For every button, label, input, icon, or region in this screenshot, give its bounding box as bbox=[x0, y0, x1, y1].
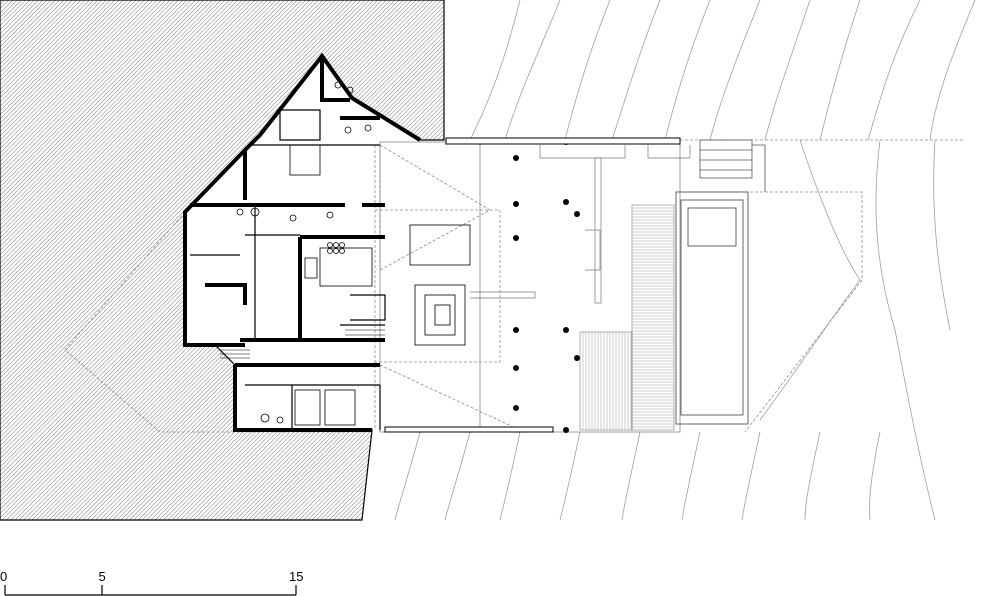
scale-tick-label: 5 bbox=[98, 569, 106, 584]
contour-lines bbox=[394, 0, 976, 521]
terrace-lines bbox=[379, 141, 691, 433]
column bbox=[513, 235, 519, 241]
scale-bar bbox=[4, 585, 297, 596]
fixtures bbox=[236, 81, 471, 426]
column bbox=[513, 365, 519, 371]
pool bbox=[675, 191, 749, 425]
column bbox=[513, 405, 519, 411]
column bbox=[513, 201, 519, 207]
scale-tick-label: 0 bbox=[0, 569, 8, 584]
interior-stair bbox=[220, 324, 385, 359]
scale-tick-label: 15 bbox=[289, 569, 304, 584]
column bbox=[574, 211, 580, 217]
columns bbox=[513, 139, 580, 433]
column bbox=[563, 327, 569, 333]
column bbox=[574, 355, 580, 361]
terrain-hatch bbox=[0, 0, 445, 521]
deck-slats bbox=[579, 204, 675, 431]
column bbox=[563, 199, 569, 205]
column bbox=[513, 327, 519, 333]
glass-edges bbox=[384, 137, 681, 433]
column bbox=[513, 155, 519, 161]
steps bbox=[699, 139, 766, 192]
column bbox=[563, 427, 569, 433]
